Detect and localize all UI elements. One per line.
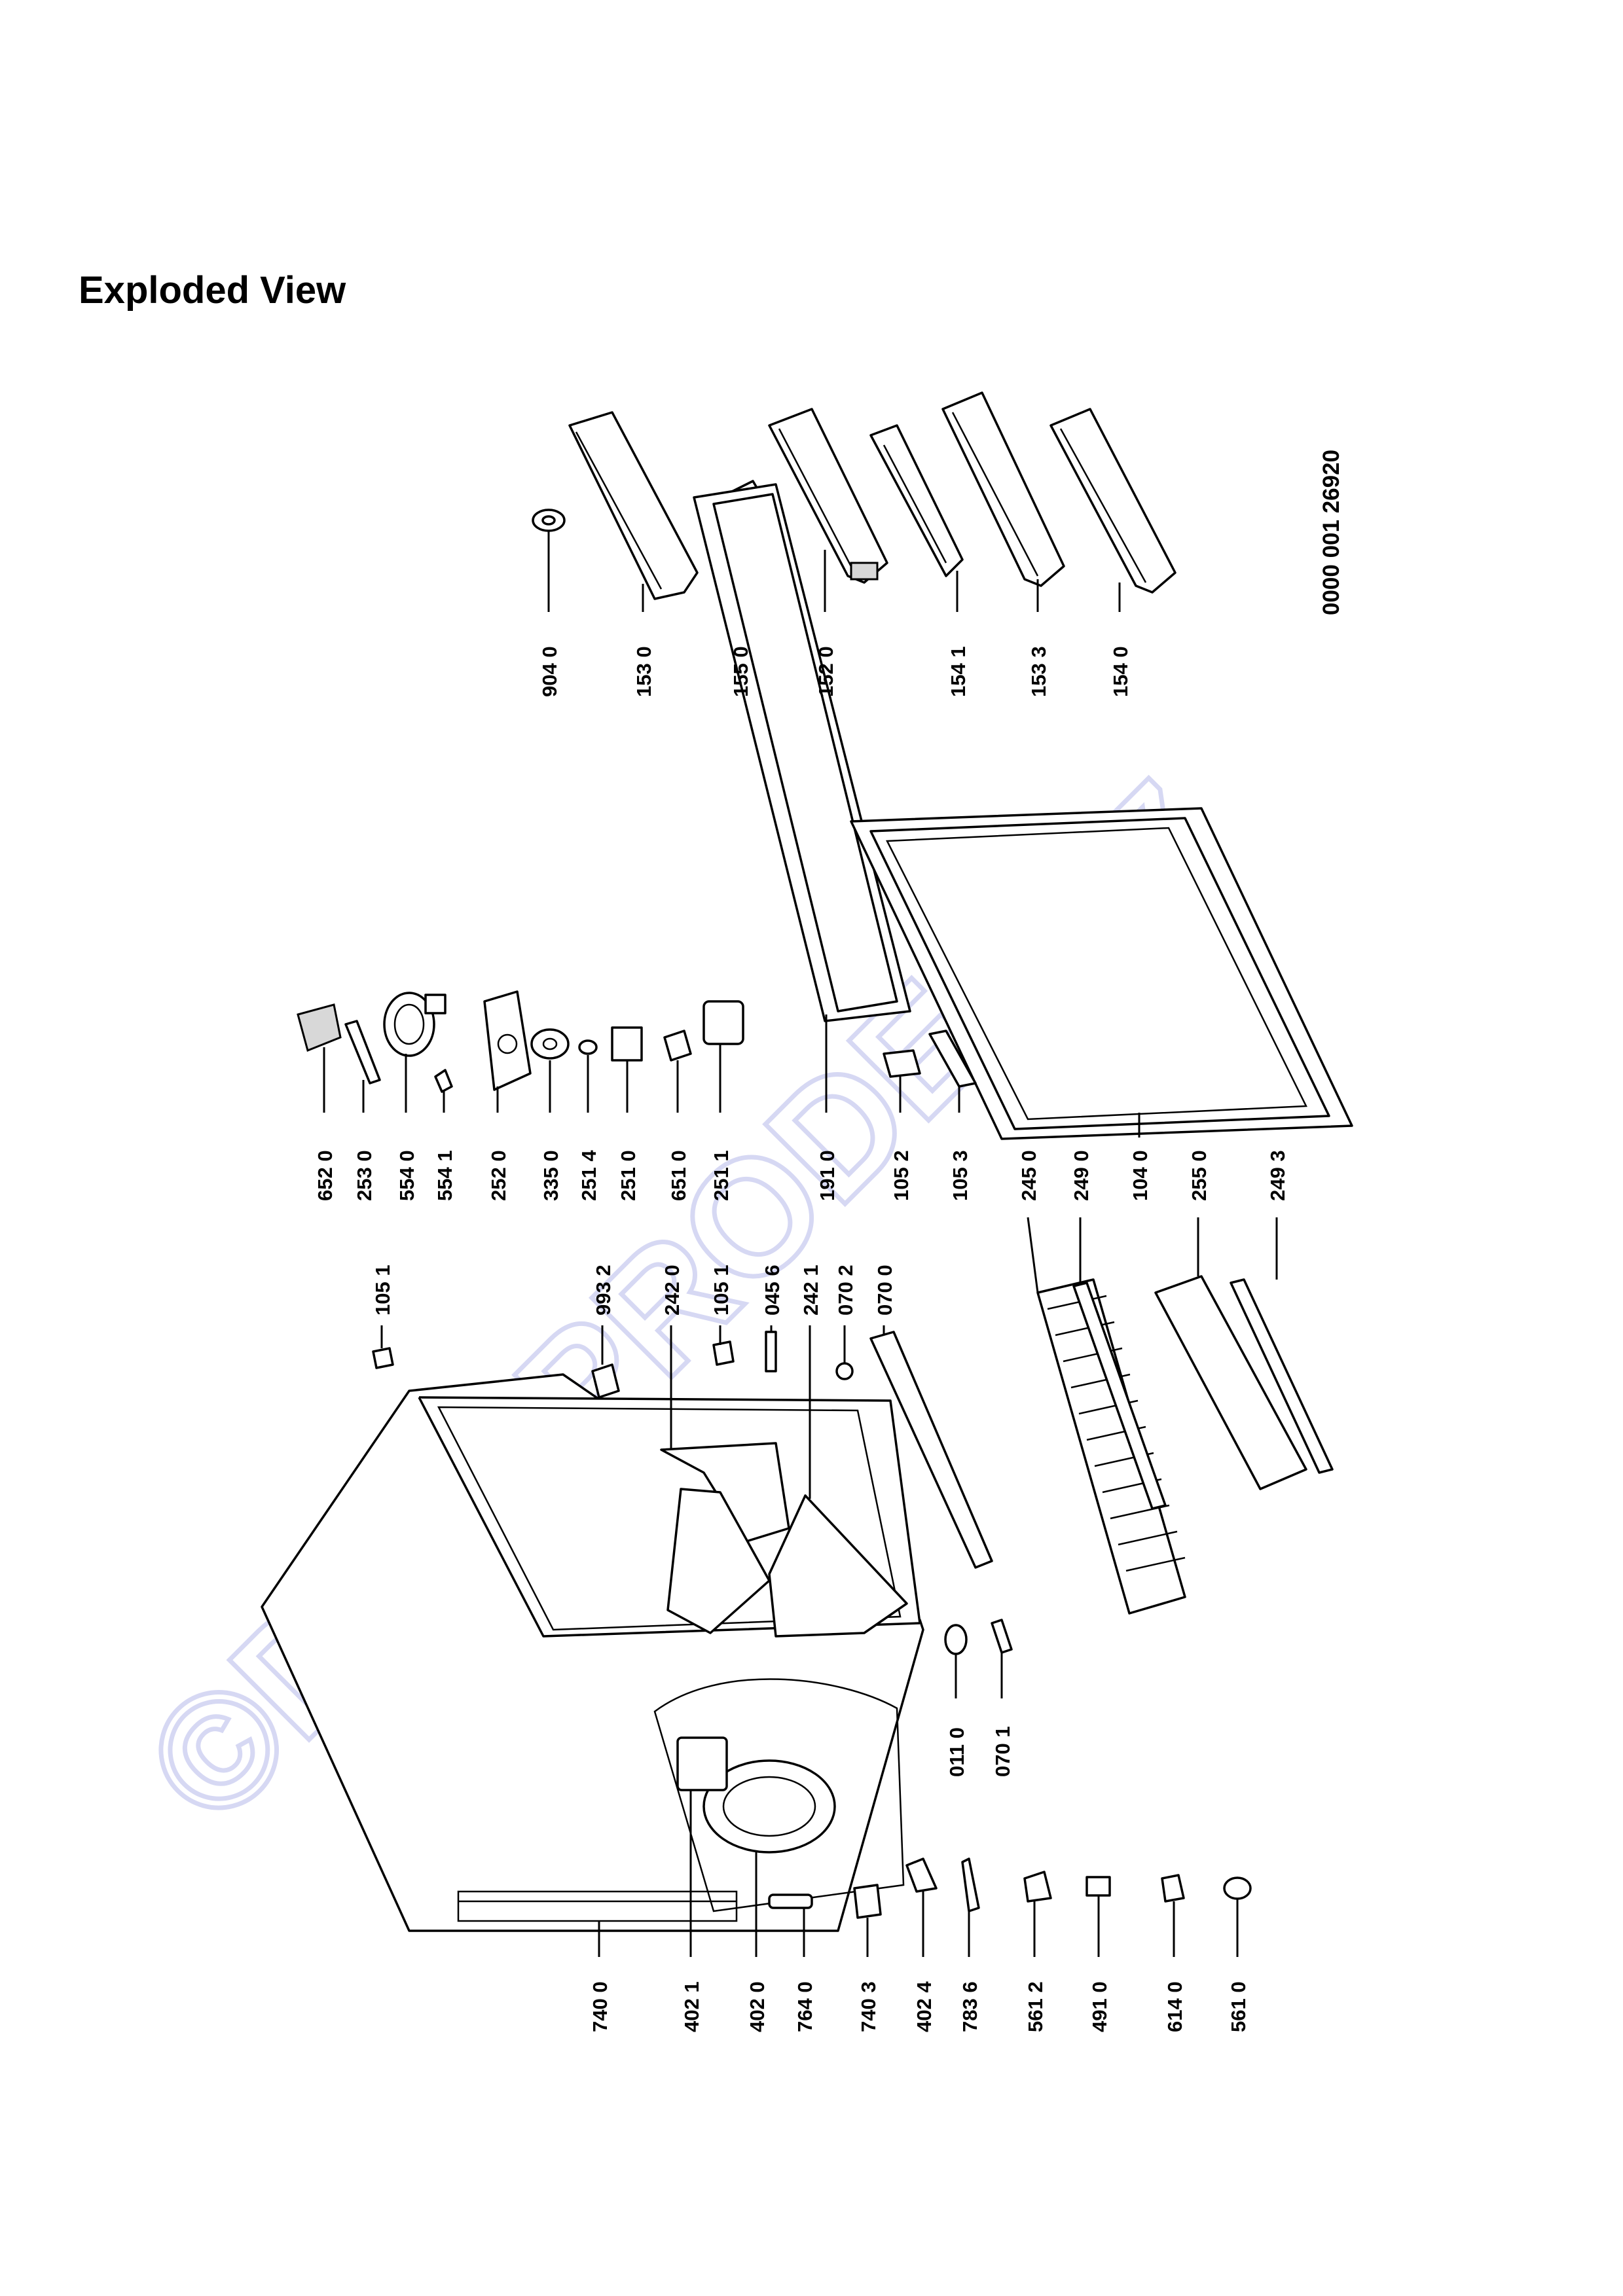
part-249-0-drawing [1072, 1282, 1167, 1510]
part-label: 652 0 [314, 1150, 337, 1201]
part-label: 904 0 [538, 646, 561, 697]
part-label: 070 0 [873, 1265, 896, 1316]
part-label: 105 1 [710, 1265, 733, 1316]
part-251-0-drawing [611, 1026, 643, 1062]
part-904-0-drawing [532, 509, 566, 532]
part-label: 993 2 [592, 1265, 615, 1316]
part-402-4-drawing [905, 1857, 938, 1893]
part-label: 251 1 [710, 1150, 733, 1201]
part-label: 561 0 [1227, 1981, 1250, 2032]
part-070-0-drawing [869, 1331, 993, 1569]
part-label: 105 1 [371, 1265, 394, 1316]
crisper-drawers-drawing [660, 1442, 908, 1638]
part-label: 245 0 [1017, 1150, 1040, 1201]
part-105-1b-drawing [712, 1340, 735, 1366]
part-191-0-gasket-drawing [693, 483, 911, 1022]
part-251-1-drawing [702, 1000, 744, 1045]
part-614-0-drawing [1161, 1874, 1185, 1903]
part-label: 045 6 [761, 1265, 784, 1316]
part-label: 154 0 [1109, 646, 1132, 697]
part-label: 783 6 [958, 1981, 981, 2032]
part-label: 740 0 [589, 1981, 611, 2032]
part-255-0-glass-shelf-drawing [1154, 1275, 1307, 1490]
part-554-1-drawing [434, 1069, 453, 1093]
part-045-6-drawing [765, 1331, 777, 1372]
part-652-0-drawing [297, 1003, 342, 1052]
compressor-area-drawing [653, 1678, 905, 1912]
part-251-4-drawing [578, 1039, 598, 1055]
part-label: 764 0 [793, 1981, 816, 2032]
part-label: 070 1 [991, 1726, 1014, 1777]
part-253-0-drawing [344, 1020, 381, 1085]
part-153-0-drawing [568, 411, 699, 600]
part-011-0-drawing [944, 1624, 968, 1655]
part-label: 402 1 [680, 1981, 703, 2032]
part-335-0-drawing [530, 1028, 570, 1060]
part-label: 104 0 [1129, 1150, 1152, 1201]
part-153-3-drawing [941, 391, 1065, 587]
part-105-1-drawing [372, 1347, 394, 1369]
part-label: 011 0 [945, 1727, 968, 1777]
part-764-0-drawing [768, 1893, 813, 1909]
part-491-0-drawing [1085, 1876, 1111, 1897]
part-561-2-drawing [1023, 1871, 1052, 1903]
part-label: 255 0 [1188, 1150, 1211, 1201]
part-label: 402 4 [913, 1981, 936, 2032]
part-label: 554 1 [433, 1150, 456, 1201]
part-label: 154 1 [947, 646, 970, 697]
part-label: 105 2 [890, 1150, 913, 1201]
part-245-0-wire-shelf-drawing [1036, 1278, 1186, 1615]
part-label: 155 0 [729, 646, 752, 697]
document-code: 0000 001 26920 [1319, 450, 1344, 615]
part-label: 402 0 [746, 1981, 769, 2032]
part-249-3-drawing [1230, 1278, 1334, 1474]
part-104-0-door-drawing [850, 807, 1353, 1140]
part-154-0-drawing [1049, 408, 1176, 594]
part-651-0-drawing [663, 1030, 692, 1062]
part-554-0-drawing [383, 992, 447, 1057]
part-label: 253 0 [353, 1150, 376, 1201]
part-label: 651 0 [667, 1150, 690, 1201]
part-154-1-drawing [869, 424, 964, 577]
part-label: 252 0 [487, 1150, 510, 1201]
part-label: 153 3 [1027, 646, 1050, 697]
part-740-3-drawing [853, 1884, 882, 1919]
part-993-2-drawing [591, 1363, 620, 1399]
part-152-0-drawing [768, 408, 888, 584]
part-label: 491 0 [1088, 1981, 1111, 2032]
part-070-1-drawing [991, 1619, 1013, 1654]
part-label: 251 0 [617, 1150, 640, 1201]
part-561-0-drawing [1223, 1876, 1252, 1900]
part-label: 554 0 [395, 1150, 418, 1201]
part-label: 153 0 [632, 646, 655, 697]
part-label: 242 0 [661, 1265, 684, 1316]
page-title: Exploded View [79, 269, 346, 312]
part-label: 152 0 [814, 646, 837, 697]
part-105-3-drawing [928, 1030, 977, 1088]
part-label: 070 2 [834, 1265, 857, 1316]
part-105-2-drawing [883, 1049, 921, 1078]
part-783-6-drawing [961, 1857, 980, 1912]
part-label: 335 0 [539, 1150, 562, 1201]
cabinet-body-drawing [261, 1373, 924, 1932]
part-label: 740 3 [857, 1981, 880, 2032]
part-label: 249 3 [1266, 1150, 1289, 1201]
part-label: 614 0 [1163, 1981, 1186, 2032]
part-070-2-drawing [835, 1362, 854, 1380]
part-label: 242 1 [799, 1265, 822, 1316]
part-252-0-drawing [483, 990, 532, 1091]
part-label: 251 4 [577, 1150, 600, 1201]
part-label: 191 0 [816, 1150, 839, 1201]
part-label: 105 3 [949, 1150, 972, 1201]
part-label: 561 2 [1024, 1981, 1047, 2032]
part-label: 249 0 [1070, 1150, 1093, 1201]
